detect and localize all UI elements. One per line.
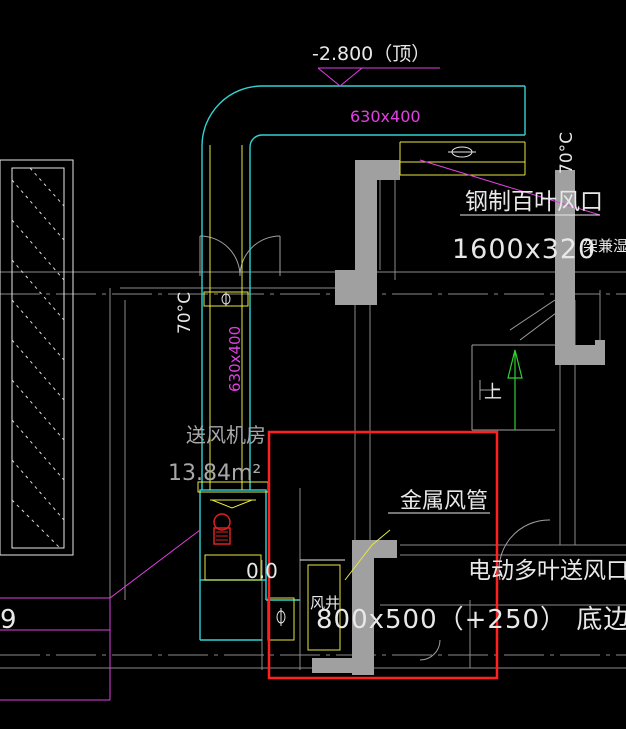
room-area: 13.84m²: [168, 461, 261, 486]
left-fragment-text: 9: [0, 605, 17, 635]
top-elevation-label: -2.800（顶）: [312, 43, 430, 65]
magenta-leaders: [0, 67, 601, 701]
stair: [471, 299, 561, 431]
damper-size: 800x500（+250） 底边: [316, 605, 626, 635]
damper-label: 电动多叶送风口: [468, 558, 626, 584]
louver-size: 1600x320: [452, 234, 596, 265]
walls: [312, 160, 605, 675]
right-fragment-text: 架兼湿: [583, 237, 626, 255]
stair-mark: 上: [484, 382, 502, 403]
damper-symbols: [221, 146, 476, 626]
shaft-label: 风井: [310, 594, 340, 612]
stair-arrow: [507, 349, 523, 430]
fan-icon: [213, 513, 231, 545]
hatched-column: [0, 159, 74, 556]
louver-label: 钢制百叶风口: [465, 189, 603, 215]
highlight-box: [267, 430, 499, 680]
door-swings: [199, 235, 551, 661]
small-number-text: 0.0: [246, 559, 278, 583]
room-name: 送风机房: [186, 423, 266, 447]
white-leaders: [300, 214, 600, 561]
angle-label-top-right: 70°C: [557, 132, 577, 174]
duct-yellow-details: [197, 141, 526, 651]
angle-label-left: 70°C: [175, 292, 195, 334]
duct-horizontal-size: 630x400: [350, 107, 421, 126]
metal-duct-label: 金属风管: [400, 489, 488, 514]
duct-vertical-size: 630x400: [226, 326, 244, 392]
